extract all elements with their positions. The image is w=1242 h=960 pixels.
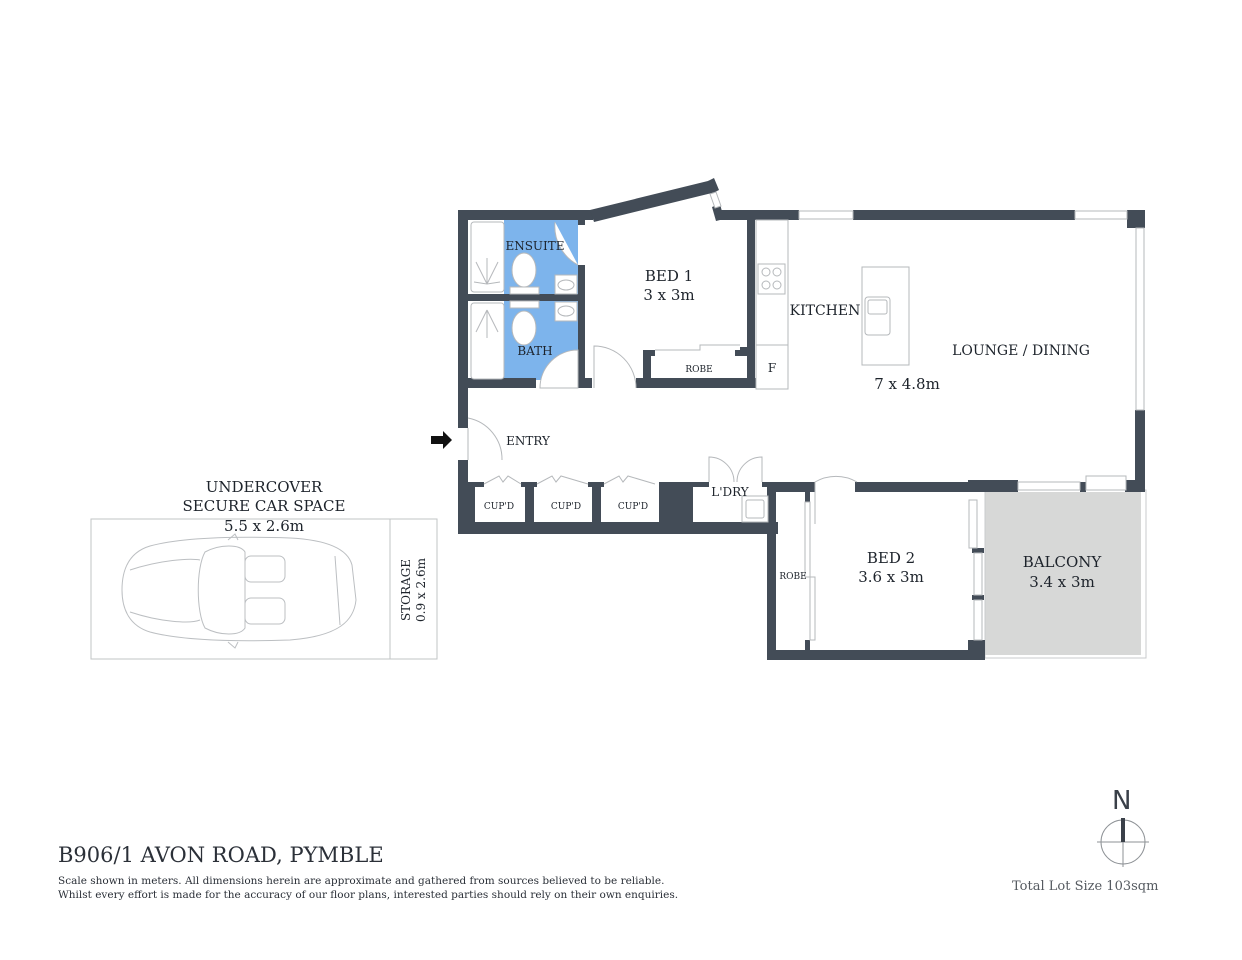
car-icon xyxy=(121,533,357,649)
room-size-lounge: 7 x 4.8m xyxy=(874,375,940,393)
room-label-lounge: LOUNGE / DINING xyxy=(952,343,1090,359)
room-label-bed2: BED 2 xyxy=(867,549,915,567)
room-label-balcony: BALCONY xyxy=(1023,553,1103,571)
disclaimer-line-2: Whilst every effort is made for the accu… xyxy=(58,889,679,901)
room-label-ensuite: ENSUITE xyxy=(505,239,564,253)
property-address: B906/1 AVON ROAD, PYMBLE xyxy=(58,843,384,867)
walls xyxy=(458,178,1145,660)
room-label-cupd3: CUP'D xyxy=(618,502,648,512)
car-space xyxy=(90,518,438,660)
car-space-size: 5.5 x 2.6m xyxy=(224,517,304,535)
room-label-laundry: L'DRY xyxy=(711,485,750,499)
total-lot-size: Total Lot Size 103sqm xyxy=(1012,879,1159,894)
entry-arrow-icon xyxy=(431,431,452,449)
room-size-bed2: 3.6 x 3m xyxy=(858,568,924,586)
windows xyxy=(709,191,1145,641)
room-label-bed1: BED 1 xyxy=(645,267,693,285)
room-size-balcony: 3.4 x 3m xyxy=(1029,573,1095,591)
room-label-cupd1: CUP'D xyxy=(484,502,514,512)
car-space-label-line2: SECURE CAR SPACE xyxy=(183,497,346,515)
room-label-robe2: ROBE xyxy=(779,572,806,582)
storage-label: STORAGE xyxy=(399,559,413,621)
compass-north-label: N xyxy=(1112,786,1132,816)
room-label-fridge: F xyxy=(768,361,776,375)
balcony-area xyxy=(985,492,1141,655)
compass-icon xyxy=(1097,818,1149,867)
room-label-robe1: ROBE xyxy=(685,365,712,375)
disclaimer: Scale shown in meters. All dimensions he… xyxy=(58,874,678,902)
car-space-label-line1: UNDERCOVER xyxy=(206,478,323,496)
fixtures xyxy=(470,219,910,641)
doors xyxy=(467,221,858,524)
storage-size: 0.9 x 2.6m xyxy=(414,557,428,622)
room-size-bed1: 3 x 3m xyxy=(643,286,694,304)
room-label-kitchen: KITCHEN xyxy=(790,303,861,319)
room-label-bath: BATH xyxy=(517,344,552,358)
disclaimer-line-1: Scale shown in meters. All dimensions he… xyxy=(58,875,665,887)
room-label-cupd2: CUP'D xyxy=(551,502,581,512)
room-label-entry: ENTRY xyxy=(506,434,551,448)
